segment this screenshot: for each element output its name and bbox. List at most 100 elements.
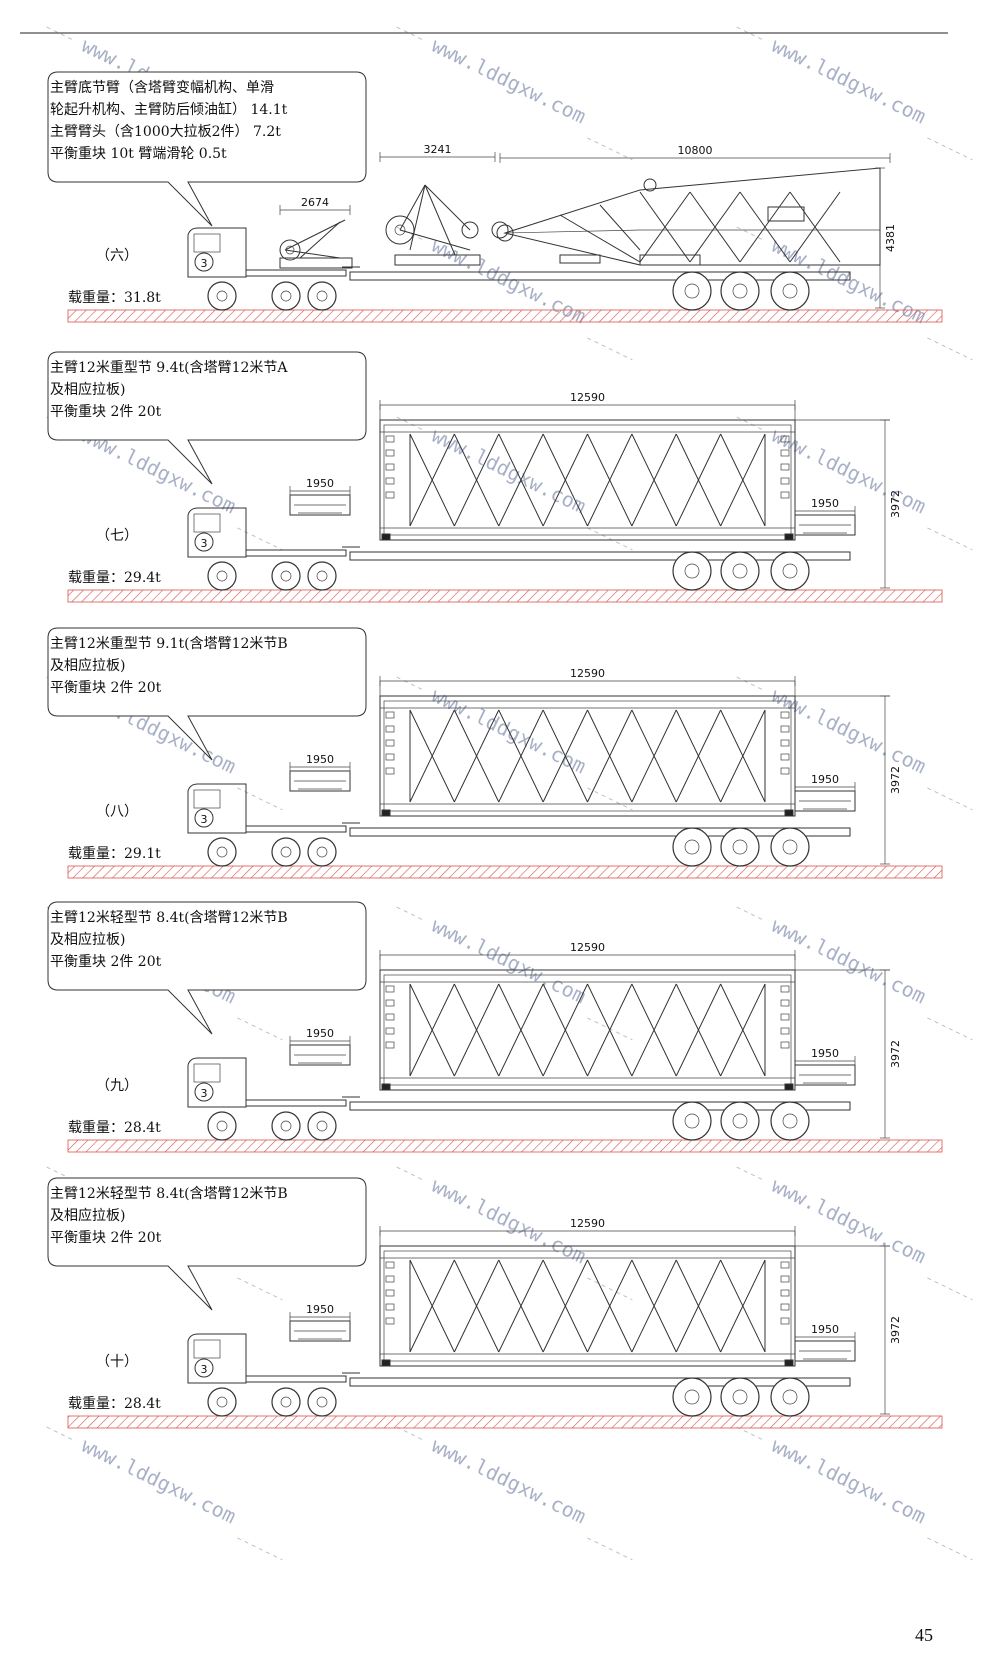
lattice-diagonal — [675, 433, 722, 527]
counterweight-block — [289, 1320, 351, 1342]
dimension-label: 10800 — [678, 144, 713, 157]
wheel-hub — [782, 563, 798, 579]
watermark: www.lddgxw.com — [736, 1426, 973, 1561]
a-frame-member — [424, 184, 456, 256]
watermark-dash — [927, 527, 973, 551]
end-fitting — [780, 711, 790, 719]
a-frame-member — [399, 184, 426, 231]
lattice-diagonal — [631, 709, 677, 803]
lattice-diagonal — [739, 191, 791, 263]
lattice-diagonal — [453, 1259, 500, 1353]
watermark-text: www.lddgxw.com — [428, 33, 590, 128]
tractor-chassis — [245, 549, 347, 557]
watermark-text: www.lddgxw.com — [768, 1433, 930, 1528]
panel-label: （十） — [96, 1354, 138, 1370]
callout-bubble — [47, 1177, 367, 1311]
lattice-diagonal — [542, 433, 588, 527]
cab-body — [187, 783, 247, 834]
counterweight-block — [289, 770, 351, 792]
truck-cab: 3 — [187, 507, 247, 558]
lattice-diagonal — [631, 983, 677, 1077]
callout-line: 主臂底节臂（含塔臂变幅机构、单滑 — [50, 79, 274, 96]
watermark: www.lddgxw.com — [46, 1426, 283, 1561]
lattice-diagonal — [587, 433, 633, 527]
boom-head-member — [284, 219, 346, 251]
end-fitting — [780, 1275, 790, 1283]
wheel-hub — [732, 1389, 748, 1405]
end-fitting — [780, 739, 790, 747]
watermark-dash — [587, 787, 633, 811]
watermark-text: www.lddgxw.com — [768, 683, 930, 778]
watermark-dash — [587, 337, 633, 361]
callout-line: 平衡重块 10t 臂端滑轮 0.5t — [50, 145, 227, 162]
dimension-label: 1950 — [811, 773, 839, 786]
support-block — [381, 809, 391, 817]
lattice-diagonal — [587, 983, 633, 1077]
ground — [67, 1415, 943, 1429]
a-frame-member — [409, 184, 426, 251]
end-fitting — [780, 1303, 790, 1311]
callout-bubble — [47, 627, 367, 761]
wheel — [770, 1377, 810, 1417]
watermark-dash — [587, 1537, 633, 1561]
end-fitting — [385, 999, 395, 1007]
end-fitting — [385, 491, 395, 499]
wheel-hub — [684, 563, 700, 579]
wheel-hub — [782, 1113, 798, 1129]
support-block — [784, 809, 794, 817]
end-fitting — [385, 1303, 395, 1311]
watermark: www.lddgxw.com — [736, 26, 973, 161]
watermark-dash — [396, 906, 423, 920]
end-fitting — [385, 449, 395, 457]
lattice-diagonal — [409, 433, 455, 527]
frame-base — [394, 254, 481, 266]
watermark-dash — [927, 1017, 973, 1041]
end-fitting — [780, 985, 790, 993]
watermark: www.lddgxw.com — [396, 676, 633, 811]
lattice-diagonal — [599, 204, 641, 251]
wheel-hub — [684, 283, 700, 299]
boom-section-frame — [379, 1245, 796, 1367]
wheel-hub — [316, 846, 328, 858]
lattice-diagonal — [720, 1259, 766, 1353]
end-fitting — [780, 477, 790, 485]
trailer-bed — [349, 1377, 851, 1387]
tractor-chassis — [245, 1375, 347, 1383]
cab-window — [193, 1339, 221, 1359]
lattice-diagonal — [542, 1259, 588, 1353]
wheel — [207, 837, 237, 867]
watermark-dash — [396, 1166, 423, 1180]
watermark-dash — [927, 337, 973, 361]
callout-line: 及相应拉板) — [50, 657, 125, 674]
wheel — [307, 1111, 337, 1141]
wheel — [307, 561, 337, 591]
wheel-hub — [684, 1113, 700, 1129]
panel-label: （六） — [96, 248, 138, 264]
lattice-diagonal — [409, 709, 455, 803]
boom-head-piece: 2674 — [279, 196, 353, 269]
watermark: www.lddgxw.com — [736, 676, 973, 811]
watermark: www.lddgxw.com — [396, 26, 633, 161]
wheel — [672, 1101, 712, 1141]
end-fitting — [385, 739, 395, 747]
boom-chord — [504, 229, 641, 234]
lattice-diagonal — [498, 983, 544, 1077]
watermark-dash — [587, 137, 633, 161]
wheel — [720, 551, 760, 591]
support-block — [784, 1359, 794, 1367]
lattice-diagonal — [559, 214, 641, 263]
a-frame-member — [424, 184, 471, 231]
end-fitting — [780, 1289, 790, 1297]
truck-cab: 3 — [187, 1333, 247, 1384]
winch-drum — [385, 215, 415, 245]
wheel-hub — [782, 283, 798, 299]
watermark-dash — [927, 1277, 973, 1301]
watermark: www.lddgxw.com — [396, 1166, 633, 1301]
end-fitting — [780, 1317, 790, 1325]
wheel-hub — [732, 1113, 748, 1129]
wheel — [207, 281, 237, 311]
ground — [67, 1139, 943, 1153]
end-fitting — [780, 753, 790, 761]
